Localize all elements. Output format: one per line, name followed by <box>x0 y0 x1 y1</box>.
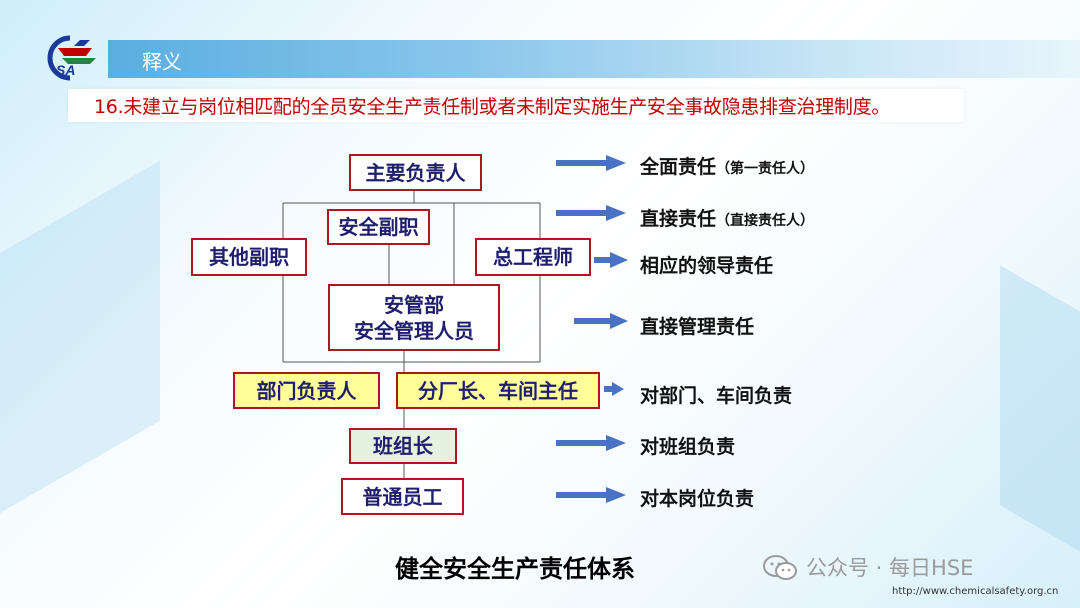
notice-banner <box>68 89 964 122</box>
watermark: 公众号 · 每日HSE <box>806 556 974 580</box>
arrow-right-icon <box>556 435 626 451</box>
org-box-team-leader: 班组长 <box>349 428 457 464</box>
footer-url: http://www.chemicalsafety.org.cn <box>892 586 1059 597</box>
arrow-right-icon <box>556 205 626 221</box>
org-box-staff: 普通员工 <box>341 478 464 515</box>
responsibility-label: 全面责任（第一责任人） <box>640 156 815 178</box>
org-box-safety-deputy: 安全副职 <box>327 209 430 245</box>
wechat-icon <box>763 555 797 580</box>
page-title: 释义 <box>142 50 182 74</box>
responsibility-label: 直接管理责任 <box>640 316 755 338</box>
arrow-right-icon <box>574 313 628 329</box>
org-box-other-deputy: 其他副职 <box>191 238 307 276</box>
header-bar <box>108 40 1080 78</box>
responsibility-label: 相应的领导责任 <box>640 255 774 277</box>
responsibility-label: 对班组负责 <box>640 436 736 458</box>
org-box-chief-engineer: 总工程师 <box>475 238 591 276</box>
org-box-dept-head: 部门负责人 <box>233 372 380 409</box>
responsibility-label: 对部门、车间负责 <box>640 385 793 407</box>
arrow-right-icon <box>604 382 624 396</box>
arrow-right-icon <box>556 155 626 171</box>
logo-text: SA <box>56 62 76 78</box>
logo-icon <box>47 35 96 81</box>
notice-text: 16.未建立与岗位相匹配的全员安全生产责任制或者未制定实施生产安全事故隐患排查治… <box>94 96 891 118</box>
arrow-right-icon <box>594 252 628 268</box>
responsibility-label: 直接责任（直接责任人） <box>640 208 815 230</box>
arrow-right-icon <box>556 487 626 503</box>
responsibility-label: 对本岗位负责 <box>640 488 755 510</box>
org-box-workshop-head: 分厂长、车间主任 <box>396 372 600 409</box>
diagram-caption: 健全安全生产责任体系 <box>395 555 635 583</box>
org-box-top: 主要负责人 <box>349 154 482 191</box>
org-box-safety-dept: 安管部 安全管理人员 <box>328 284 500 351</box>
